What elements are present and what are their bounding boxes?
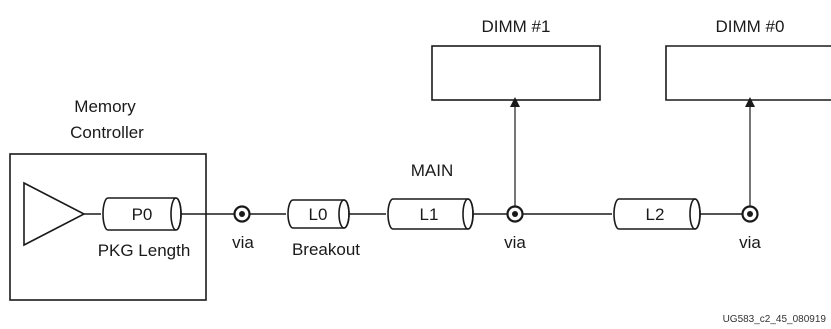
via2-label: via (504, 233, 526, 252)
controller-label-line1: Memory (74, 97, 136, 116)
dimm0-label: DIMM #0 (716, 17, 785, 36)
dimm1-box (431, 45, 601, 101)
l1-label: L1 (420, 205, 439, 224)
controller-label-line2: Controller (70, 123, 144, 142)
via3-icon (741, 205, 759, 223)
l0-label: L0 (309, 205, 328, 224)
dimm0-box (665, 45, 831, 101)
dimm1-label: DIMM #1 (482, 17, 551, 36)
via3-label: via (739, 233, 761, 252)
main-label: MAIN (411, 161, 454, 180)
l2-label: L2 (646, 205, 665, 224)
driver-buffer-icon (23, 181, 86, 247)
memory-controller-box (9, 153, 207, 301)
via1-label: via (232, 233, 254, 252)
breakout-label: Breakout (292, 240, 360, 259)
via1-icon (233, 205, 251, 223)
pkg-length-label: PKG Length (98, 241, 191, 260)
figure-id: UG583_c2_45_080919 (723, 314, 827, 325)
p0-label: P0 (132, 205, 153, 224)
via2-icon (506, 205, 524, 223)
